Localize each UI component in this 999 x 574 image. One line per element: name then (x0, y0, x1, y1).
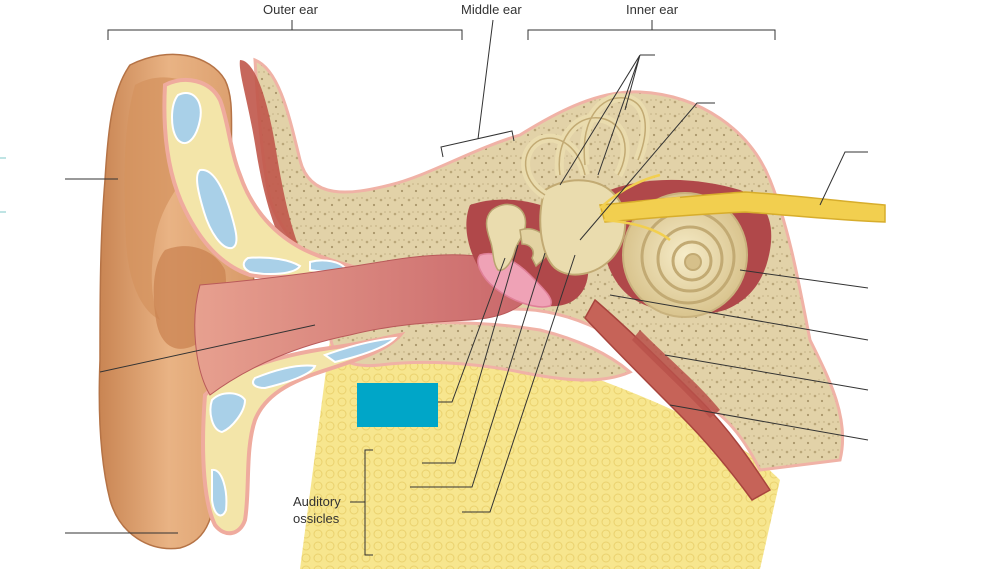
muscle-band (239, 60, 300, 255)
cartilage-blue-2 (196, 168, 238, 250)
leader-incus (410, 252, 546, 488)
leader-eardrum (437, 257, 506, 403)
region-brackets (107, 19, 776, 556)
leader-round-window (609, 294, 869, 341)
inner-ear-label: Inner ear (626, 2, 679, 17)
malleus (485, 203, 527, 271)
inner-ear-bracket (527, 20, 776, 40)
leader-semicircular (559, 54, 655, 186)
leader-malleus (422, 244, 519, 464)
leader-cochlea (739, 269, 869, 289)
nerve-fibers (599, 173, 681, 241)
middle-ear-bracket (440, 19, 515, 158)
auditory-ossicles-label: Auditory ossicles (293, 493, 341, 527)
cartilage-blue-7 (322, 336, 398, 364)
leader-stapes (462, 254, 576, 513)
ossicles-bracket (350, 449, 373, 556)
margin-marks (0, 157, 6, 213)
lower-cartilage-zone (201, 331, 406, 536)
cartilage-blue-6 (252, 364, 317, 390)
middle-ear-label: Middle ear (461, 2, 522, 17)
outer-ear-bracket (107, 20, 463, 40)
cartilage-blue-1 (171, 92, 202, 145)
cartilage-blue-5 (209, 392, 247, 434)
cartilage-blue-3 (242, 256, 302, 275)
answer-box[interactable] (357, 383, 438, 427)
inner-muscle (632, 330, 720, 418)
leader-tube-2 (669, 404, 869, 441)
leader-lines (65, 54, 869, 534)
cartilage-blue-8 (211, 468, 228, 517)
lower-bone-strip (328, 321, 633, 382)
leader-nerve (819, 151, 868, 206)
leader-canal (99, 324, 316, 373)
external-auditory-canal (194, 254, 531, 396)
ossicles-label-line2: ossicles (293, 511, 340, 526)
leader-tube-1 (664, 354, 869, 391)
outer-ear-label: Outer ear (263, 2, 318, 17)
ossicles-label-line1: Auditory (293, 494, 341, 509)
cochlea (622, 192, 748, 318)
leader-vestibular-nerve (579, 102, 715, 241)
